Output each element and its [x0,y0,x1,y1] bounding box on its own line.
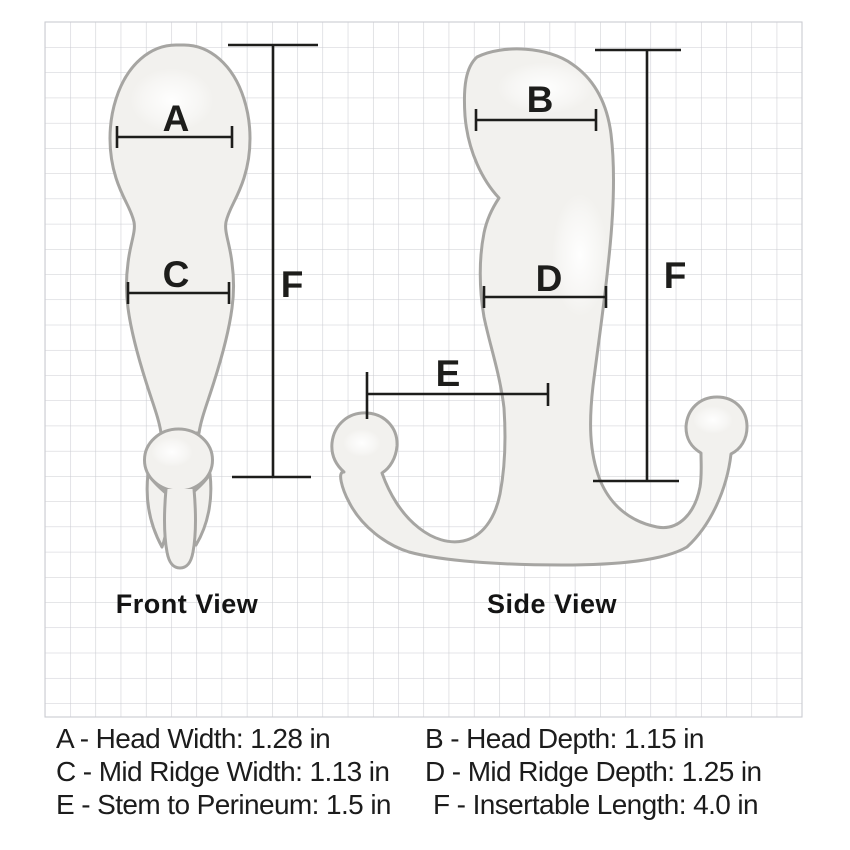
dimension-f-front: F [228,43,318,479]
dim-label-d: D [536,258,563,299]
dim-label-c: C [163,254,190,295]
legend-item-b: B - Head Depth: 1.15 in [425,722,704,754]
dimension-legend: A - Head Width: 1.28 in B - Head Depth: … [56,722,816,821]
side-view-caption: Side View [487,589,618,619]
front-view-caption: Front View [116,589,259,619]
perineum-tab-shape [163,487,197,570]
side-left-ball-highlight [343,429,381,457]
dim-label-b: B [527,79,554,120]
dimension-a: A [115,98,234,148]
dimension-diagram-canvas: A C F B D E F Front View Side View [44,21,803,718]
legend-item-f: F - Insertable Length: 4.0 in [433,788,759,820]
dimension-e: E [365,353,550,419]
dimension-d: D [482,258,608,308]
side-right-ball-highlight [693,406,733,434]
front-body-shape [108,43,252,435]
legend-item-c: C - Mid Ridge Width: 1.13 in [56,755,390,787]
side-body-highlight [552,193,608,317]
side-head-highlight [497,62,593,114]
dim-label-a: A [163,98,190,139]
side-body-shape [330,47,749,567]
dim-label-f-front: F [281,264,304,305]
dimension-b: B [474,79,598,131]
dimension-c: C [126,254,231,304]
side-view-drawing [330,47,749,567]
dim-label-e: E [436,353,461,394]
front-view-drawing [108,43,252,570]
dimension-f-side: F [593,48,687,483]
front-ball-highlight [151,437,193,467]
dim-label-f-side: F [664,255,687,296]
legend-item-e: E - Stem to Perineum: 1.5 in [56,788,392,820]
legend-item-a: A - Head Width: 1.28 in [56,722,331,754]
front-head-highlight [130,68,214,132]
legend-item-d: D - Mid Ridge Depth: 1.25 in [425,755,762,787]
